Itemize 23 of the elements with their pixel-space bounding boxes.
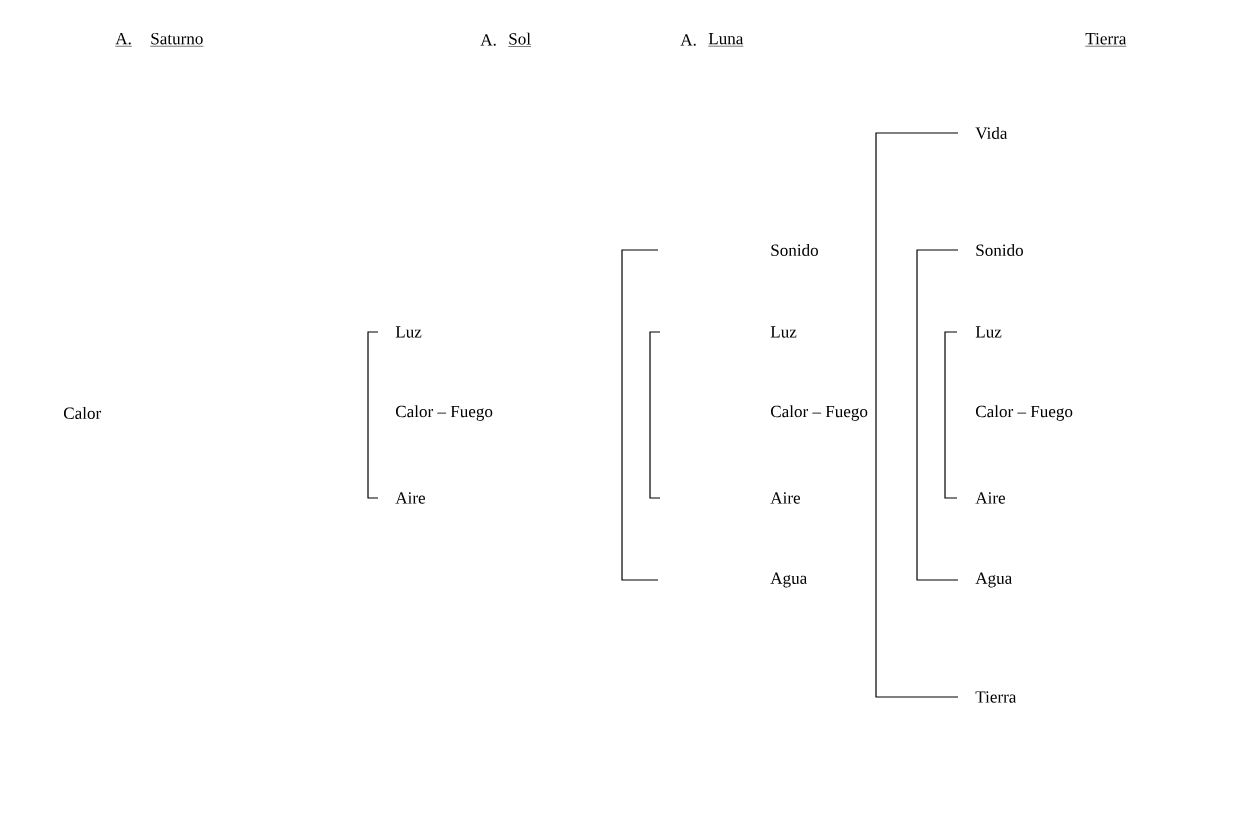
label-text: Luz (975, 326, 1002, 338)
heading-text: Sol (508, 32, 532, 47)
heading-text: Tierra (1085, 32, 1127, 47)
label-text: Calor – Fuego (770, 405, 868, 421)
label-text: Calor – Fuego (975, 405, 1073, 421)
label-text: Luz (770, 326, 797, 338)
label-text: Sonido (771, 244, 818, 256)
label-text: Sonido (976, 244, 1023, 256)
label-text: Vida (975, 126, 1008, 140)
label-text: Aire (770, 492, 800, 504)
label-text: Aire (395, 492, 425, 504)
heading-text: A. (115, 32, 133, 47)
label-text: Luz (395, 326, 422, 338)
label-text: Agua (975, 572, 1012, 588)
heading-text: Luna (708, 33, 744, 47)
label-text: Calor (63, 407, 102, 419)
label-text: Tierra (975, 691, 1017, 703)
heading-text: A. (680, 34, 696, 46)
label-text: Calor – Fuego (395, 405, 493, 421)
label-text: Agua (770, 572, 807, 588)
heading-text: Saturno (150, 32, 204, 47)
label-text: Aire (975, 492, 1005, 504)
heading-text: A. (480, 34, 496, 46)
